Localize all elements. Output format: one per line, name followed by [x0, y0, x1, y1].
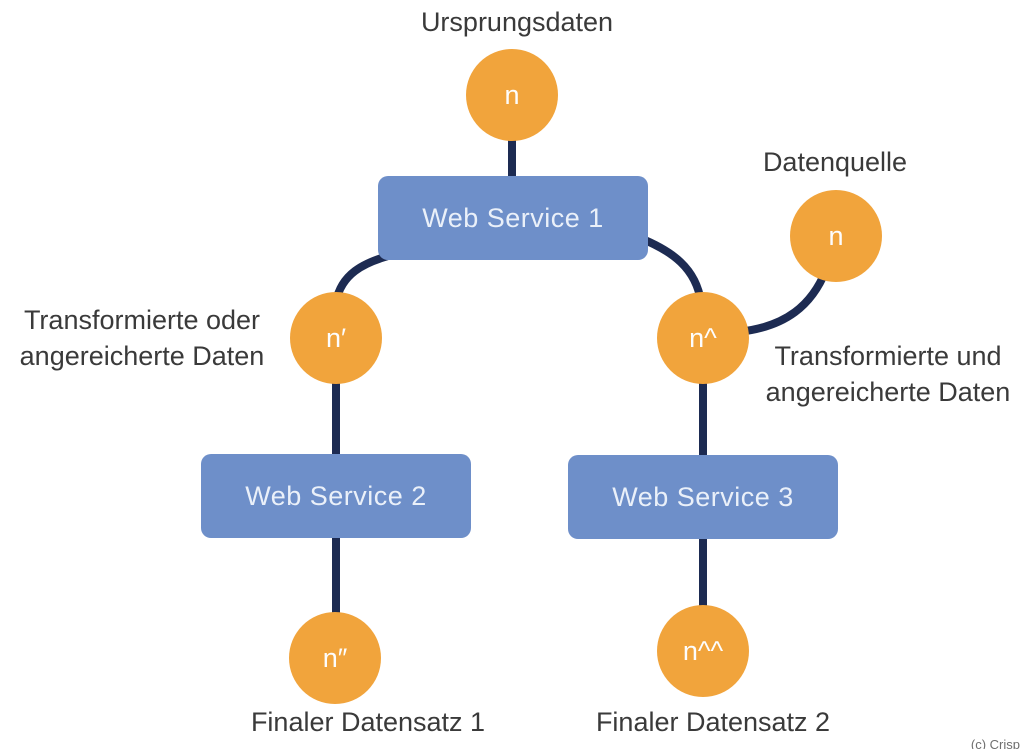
final-dataset-2-node-text: n^^	[682, 635, 724, 666]
web-service-3-box-text: Web Service 3	[612, 481, 794, 512]
web-service-2-box: Web Service 2	[201, 454, 471, 538]
transformed-and-enriched-line1: Transformierte und	[774, 341, 1002, 371]
transformed-or-enriched-node-text: n′	[325, 322, 347, 353]
transformed-or-enriched-node: n′	[290, 292, 382, 384]
web-service-2-box-text: Web Service 2	[245, 480, 427, 511]
origin-data-node: n	[466, 49, 558, 141]
transformed-and-enriched-line2: angereicherte Daten	[765, 377, 1011, 407]
transformed-and-enriched-label: Transformierte und angereicherte Daten	[766, 338, 1011, 410]
transformed-or-enriched-label: Transformierte oder angereicherte Daten	[20, 302, 265, 374]
final-dataset-1-node-text: n″	[322, 642, 348, 673]
final-dataset-2-node: n^^	[657, 605, 749, 697]
data-source-label: Datenquelle	[762, 147, 908, 177]
final-dataset-1-label: Finaler Datensatz 1	[250, 707, 486, 737]
data-source-node-text: n	[828, 220, 844, 251]
copyright-credit: (c) Crisp	[970, 737, 1020, 749]
transformed-and-enriched-node: n^	[657, 292, 749, 384]
web-service-1-box: Web Service 1	[378, 176, 648, 260]
origin-data-node-text: n	[504, 79, 520, 110]
transformed-or-enriched-line1: Transformierte oder	[23, 305, 261, 335]
transformed-and-enriched-node-text: n^	[689, 322, 717, 353]
web-service-1-box-text: Web Service 1	[422, 202, 604, 233]
web-service-3-box: Web Service 3	[568, 455, 838, 539]
connector-source-to-ncaret	[734, 266, 830, 336]
final-dataset-1-node: n″	[289, 612, 381, 704]
transformed-or-enriched-line2: angereicherte Daten	[19, 341, 265, 371]
final-dataset-2-label: Finaler Datensatz 2	[595, 707, 831, 737]
data-source-node: n	[790, 190, 882, 282]
origin-data-label: Ursprungsdaten	[420, 7, 614, 37]
